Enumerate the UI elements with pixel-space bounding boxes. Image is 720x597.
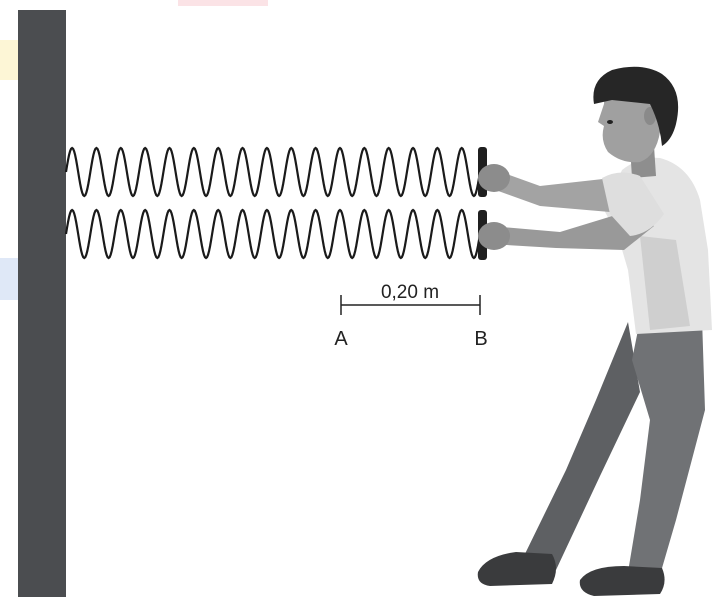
arm-lower <box>490 210 654 250</box>
hand-lower <box>478 222 510 250</box>
background-tint <box>0 258 18 300</box>
shoe-right <box>579 566 665 596</box>
distance-label: 0,20 m <box>381 282 439 303</box>
leg-back <box>522 322 640 570</box>
spring-upper <box>64 146 482 198</box>
point-b-label: B <box>474 328 487 350</box>
shoe-left <box>477 552 556 586</box>
spring-lower <box>64 208 482 260</box>
background-tint <box>0 40 18 80</box>
eye <box>607 120 613 124</box>
wall <box>18 10 66 597</box>
point-a-label: A <box>334 328 348 350</box>
leg-front <box>628 318 705 575</box>
background-tint <box>178 0 268 6</box>
person <box>477 66 712 596</box>
sleeve <box>602 172 664 236</box>
ear <box>644 107 656 125</box>
arm-upper <box>490 168 632 212</box>
hand-upper <box>478 164 510 192</box>
distance-marker: 0,20 m A B <box>334 282 487 350</box>
shirt-shade <box>640 236 690 330</box>
hair <box>593 66 679 146</box>
